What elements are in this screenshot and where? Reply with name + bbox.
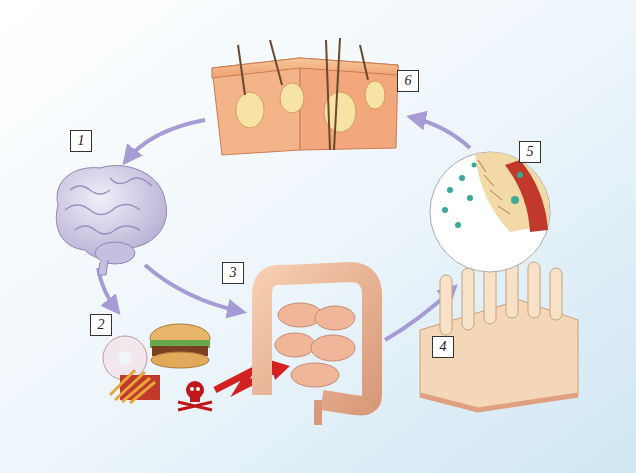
callout-number: 5	[519, 141, 541, 163]
brain	[56, 166, 166, 275]
skin-section	[212, 38, 398, 155]
callout-number: 4	[432, 336, 454, 358]
callout-number: 3	[222, 262, 244, 284]
callout-number: 6	[397, 70, 419, 92]
callout-number: 1	[70, 130, 92, 152]
callout-number: 2	[90, 314, 112, 336]
intestinal-wall	[420, 152, 578, 410]
intestine	[262, 272, 372, 425]
